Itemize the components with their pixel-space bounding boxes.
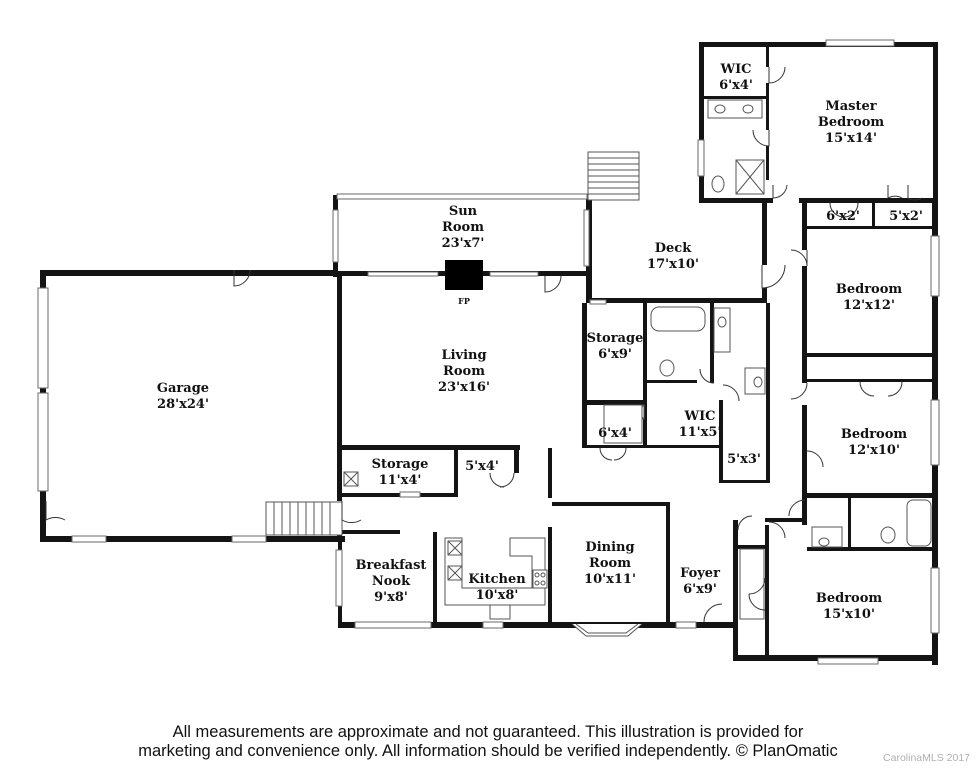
- disclaimer-line-1: All measurements are approximate and not…: [172, 723, 804, 741]
- bedroom-4-dim: 15'x10': [823, 607, 875, 622]
- living-room-dim: 23'x16': [438, 380, 490, 395]
- doors: [45, 66, 923, 623]
- sun-room-name2: Room: [442, 220, 484, 235]
- garage-name: Garage: [157, 381, 209, 396]
- bedroom-3-name: Bedroom: [841, 427, 908, 442]
- fireplace-icon: [445, 260, 483, 290]
- dining-room-dim: 10'x11': [584, 572, 636, 587]
- foyer-dim: 6'x9': [683, 582, 717, 597]
- storage-6x9-name: Storage: [587, 331, 644, 346]
- deck-dim: 17'x10': [647, 257, 699, 272]
- storage-11x4-dim: 11'x4': [379, 473, 422, 488]
- wic-hall-name: WIC: [683, 409, 715, 424]
- living-room-name2: Room: [443, 364, 485, 379]
- master-bedroom-name1: Master: [825, 99, 876, 114]
- sun-room-name1: Sun: [449, 204, 478, 219]
- closet-5x4-dim: 5'x4': [465, 459, 499, 474]
- windows: [37, 39, 940, 665]
- fireplace-label: FP: [458, 296, 470, 306]
- foyer-name: Foyer: [680, 566, 720, 581]
- bedroom-4-name: Bedroom: [816, 591, 883, 606]
- breakfast-nook-name1: Breakfast: [356, 558, 427, 573]
- kitchen-dim: 10'x8': [476, 588, 519, 603]
- deck-name: Deck: [655, 241, 692, 256]
- master-bedroom-dim: 15'x14': [825, 131, 877, 146]
- closet-6x2-dim: 6'x2': [826, 209, 860, 224]
- bedroom-3-dim: 12'x10': [848, 443, 900, 458]
- room-labels: WIC 6'x4' Master Bedroom 15'x14' 6'x2' 5…: [157, 62, 923, 622]
- dining-room-name2: Room: [589, 556, 631, 571]
- master-bedroom-name2: Bedroom: [818, 115, 885, 130]
- disclaimer-line-2: marketing and convenience only. All info…: [138, 742, 838, 760]
- garage-dim: 28'x24': [157, 397, 209, 412]
- mls-credit: CarolinaMLS 2017: [883, 752, 970, 764]
- kitchen-name: Kitchen: [468, 572, 526, 587]
- closet-5x2-dim: 5'x2': [889, 209, 923, 224]
- deck-stairs: [587, 151, 640, 201]
- wic-master-name: WIC: [719, 62, 751, 77]
- garage-stairs: [265, 501, 343, 536]
- bedroom-2-dim: 12'x12': [843, 298, 895, 313]
- storage-6x9-dim: 6'x9': [598, 347, 632, 362]
- breakfast-nook-name2: Nook: [372, 574, 411, 589]
- wic-hall-dim: 11'x5': [679, 425, 722, 440]
- closet-5x3-dim: 5'x3': [727, 452, 761, 467]
- dining-room-name1: Dining: [585, 540, 634, 555]
- wic-master-dim: 6'x4': [719, 78, 753, 93]
- closet-6x4-dim: 6'x4': [598, 426, 632, 441]
- sun-room-dim: 23'x7': [442, 236, 485, 251]
- fixtures: [265, 99, 932, 637]
- breakfast-nook-dim: 9'x8': [374, 590, 408, 605]
- living-room-name1: Living: [441, 348, 486, 363]
- bedroom-2-name: Bedroom: [836, 282, 903, 297]
- storage-11x4-name: Storage: [372, 457, 429, 472]
